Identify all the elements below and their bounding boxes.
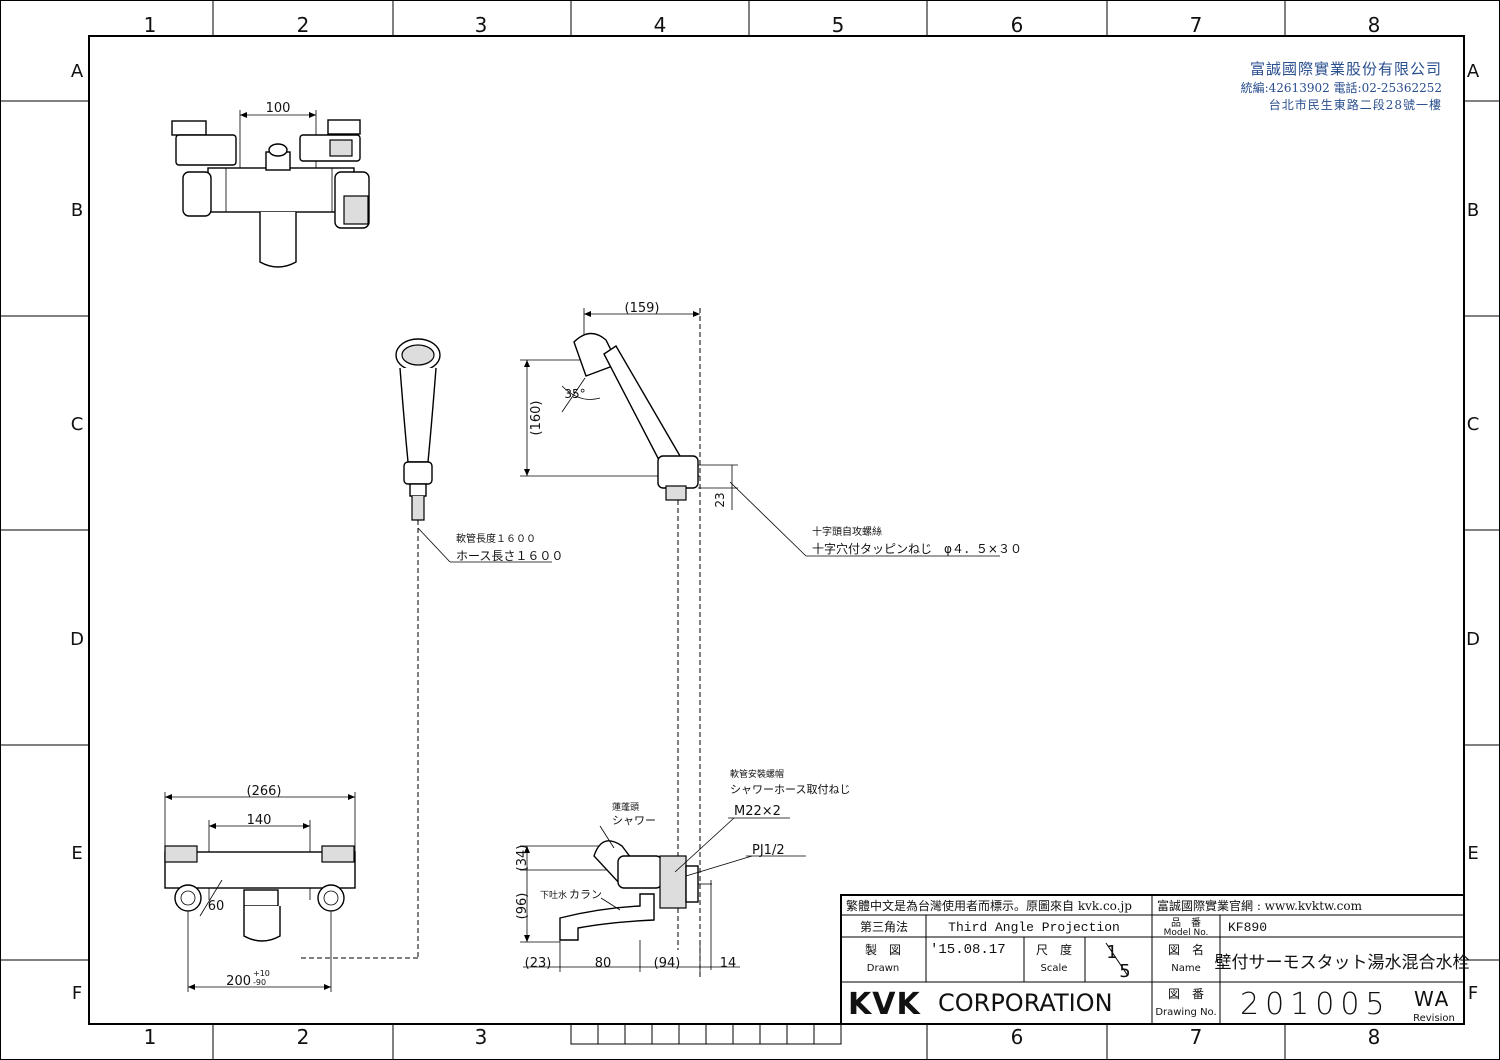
col-label: 7 (1190, 13, 1203, 37)
revision-label: Revision (1413, 1013, 1455, 1024)
row-label: D (1466, 629, 1480, 650)
dim-angle-60: 60 (208, 899, 225, 914)
spout-tw: 下吐水 (540, 889, 567, 901)
dim-handle-angle: 35° (564, 387, 585, 401)
shower-jp: シャワー (612, 814, 656, 827)
row-label: C (1467, 414, 1480, 435)
dim-side-34: (34) (515, 845, 530, 872)
dim-top-width: 100 (266, 101, 291, 116)
col-label: 8 (1368, 1025, 1381, 1049)
row-label: E (71, 843, 82, 864)
company-tax-phone: 統編:42613902 電話:02-25362252 (1241, 80, 1442, 95)
front-view-drawing: (266) 140 60 200 +10 -90 (164, 784, 356, 992)
col-label: 4 (654, 13, 667, 37)
dim-bracket-offset: 23 (713, 492, 727, 507)
dim-bottom-span: 200 (226, 974, 251, 989)
scale-denominator: 5 (1119, 961, 1130, 982)
drawn-label-en: Drawn (867, 963, 899, 974)
dim-handle-height: (160) (529, 401, 544, 436)
col-label: 2 (297, 13, 310, 37)
website: 富誠國際實業官網 : www.kvktw.com (1157, 898, 1363, 913)
shower-tw: 蓮蓬頭 (612, 801, 639, 813)
top-view-drawing: 100 (171, 101, 370, 268)
screw-tw: 十字頭自攻螺絲 (812, 525, 882, 538)
hose-length-jp: ホース長さ１６００ (456, 549, 563, 563)
row-label: E (1467, 843, 1478, 864)
scale-bar (570, 1023, 842, 1045)
col-label: 7 (1190, 1025, 1203, 1049)
dim-handle-width: (159) (625, 301, 660, 316)
hand-shower-side: (159) (160) 35° 23 (520, 301, 1000, 980)
hand-shower-front (300, 338, 552, 959)
scale-label-en: Scale (1041, 963, 1068, 974)
row-label: D (70, 629, 84, 650)
col-label: 6 (1011, 1025, 1024, 1049)
hose-thread: M22×2 (734, 804, 781, 819)
name-label-en: Name (1171, 963, 1201, 974)
hose-nut-jp: シャワーホース取付ねじ (730, 783, 850, 796)
col-label: 8 (1368, 13, 1381, 37)
model-label-en: Model No. (1164, 928, 1209, 938)
drawing-value: 201005 (1240, 987, 1391, 1022)
revision-value: WA (1414, 987, 1450, 1011)
row-label: B (1467, 200, 1479, 221)
spout-jp: カラン (569, 888, 602, 901)
row-label: C (71, 414, 84, 435)
company-name: 富誠國際實業股份有限公司 (1250, 60, 1442, 78)
row-label: B (71, 200, 83, 221)
dim-side-80: 80 (595, 956, 612, 971)
screw-jp: 十字穴付タッピンねじ φ４．５×３０ (812, 541, 1022, 556)
dim-side-94: (94) (654, 956, 681, 971)
side-view-drawing: (34) (96) (23) 80 (94) 14 (515, 817, 806, 972)
name-label-jp: 図 名 (1168, 942, 1204, 957)
hose-nut-tw: 軟管安裝螺帽 (730, 768, 784, 780)
note-tw: 繁體中文是為台灣使用者而標示。原圖來自 kvk.co.jp (846, 898, 1132, 913)
company-address: 台北市民生東路二段28號一樓 (1269, 97, 1442, 112)
dim-side-96: (96) (515, 893, 530, 920)
corp-logo: KVK (848, 987, 921, 1022)
drawing-label-jp: 図 番 (1168, 987, 1204, 1001)
row-label: A (71, 61, 84, 82)
dim-bottom-tol-minus: -90 (253, 978, 266, 987)
hose-length-tw: 軟管長度１６００ (456, 532, 536, 545)
col-label: 1 (144, 1025, 157, 1049)
col-label: 3 (475, 13, 488, 37)
drawn-label-jp: 製 図 (865, 943, 901, 957)
scale-label-jp: 尺 度 (1036, 942, 1072, 957)
dim-overall-width: (266) (247, 784, 282, 799)
title-block (840, 894, 1465, 1025)
name-value: 壁付サーモスタット湯水混合水栓 (1215, 953, 1470, 973)
col-label: 2 (297, 1025, 310, 1049)
inlet-thread: PJ1/2 (752, 843, 785, 858)
row-label: F (1468, 983, 1478, 1004)
col-label: 5 (832, 13, 845, 37)
dim-side-14: 14 (720, 956, 737, 971)
row-labels-left: A B C D E F (70, 61, 84, 1004)
column-labels-top: 1 2 3 4 5 6 7 8 (144, 13, 1381, 37)
projection-label: 第三角法 (860, 920, 908, 934)
dim-bottom-tol-plus: +10 (253, 969, 270, 978)
scale-numerator: 1 (1106, 942, 1117, 963)
model-label-jp: 品 番 (1171, 917, 1201, 929)
company-note: 富誠國際實業股份有限公司 統編:42613902 電話:02-25362252 … (1241, 60, 1442, 112)
dim-center-width: 140 (247, 813, 272, 828)
row-label: A (1467, 61, 1480, 82)
drawing-label-en: Drawing No. (1155, 1007, 1216, 1018)
drawn-value: '15.08.17 (930, 942, 1006, 958)
projection-value: Third Angle Projection (948, 920, 1120, 935)
col-label: 1 (144, 13, 157, 37)
column-labels-bottom: 1 2 3 6 7 8 (144, 1025, 1381, 1049)
row-labels-right: A B C D E F (1466, 61, 1480, 1004)
col-label: 3 (475, 1025, 488, 1049)
corp-name: CORPORATION (938, 989, 1113, 1017)
dim-side-23: (23) (525, 956, 552, 971)
row-label: F (72, 983, 82, 1004)
col-label: 6 (1011, 13, 1024, 37)
model-value: KF890 (1228, 920, 1267, 935)
